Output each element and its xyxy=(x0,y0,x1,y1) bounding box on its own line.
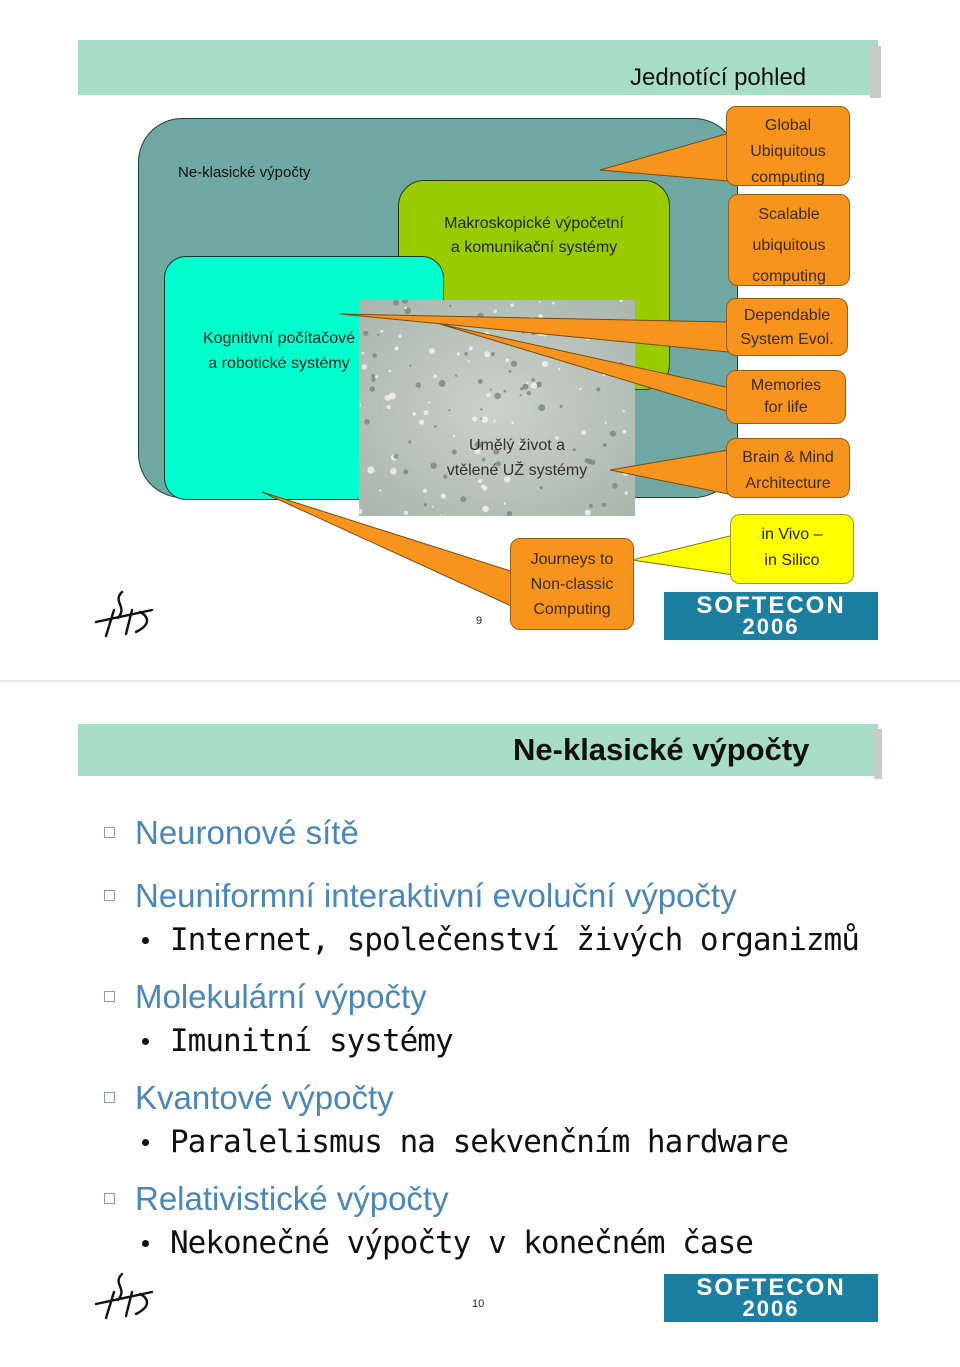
slide-title: Ne-klasické výpočty xyxy=(513,732,810,767)
artificial-life-label: Umělý život a vtělené UŽ systémy xyxy=(446,437,588,479)
title-bar-shadow xyxy=(874,729,882,779)
wedge-vivo xyxy=(631,534,735,576)
box-global-ubiquitous: Global Ubiquitous computing xyxy=(726,106,850,186)
signature-logo xyxy=(94,590,154,638)
slide-separator xyxy=(0,680,960,682)
slide-1: Jednotící pohled Ne-klasické výpočty Mak… xyxy=(0,0,960,680)
signature-logo xyxy=(94,1272,154,1320)
title-bar xyxy=(78,40,878,95)
title-bar xyxy=(78,724,878,776)
wedge-journeys xyxy=(261,491,521,611)
box-scalable-ubiquitous: Scalable ubiquitous computing xyxy=(728,194,850,286)
box-dependable: Dependable System Evol. xyxy=(726,298,848,356)
wedge-global xyxy=(599,129,741,183)
round-bullet-icon xyxy=(142,1139,149,1146)
title-bar-shadow xyxy=(870,46,881,98)
box-journeys: Journeys to Non-classic Computing xyxy=(510,538,634,630)
softecon-logo: SOFTECON 2006 xyxy=(664,1274,878,1322)
square-bullet-icon xyxy=(104,1092,115,1103)
square-bullet-icon xyxy=(104,827,115,838)
round-bullet-icon xyxy=(142,1240,149,1247)
box-memories: Memories for life xyxy=(726,370,846,424)
cognitive-systems-label: Kognitivní počítačové a robotické systém… xyxy=(202,330,356,372)
page-number: 10 xyxy=(472,1298,485,1310)
callout-wedges xyxy=(261,129,741,611)
round-bullet-icon xyxy=(142,937,149,944)
box-brain-mind: Brain & Mind Architecture xyxy=(726,438,850,498)
square-bullet-icon xyxy=(104,1193,115,1204)
non-classic-label: Ne-klasické výpočty xyxy=(178,164,311,181)
page-number: 9 xyxy=(476,615,483,627)
box-in-vivo: in Vivo – in Silico xyxy=(730,514,854,584)
softecon-logo: SOFTECON 2006 xyxy=(664,592,878,640)
square-bullet-icon xyxy=(104,991,115,1002)
round-bullet-icon xyxy=(142,1038,149,1045)
slide-2: Ne-klasické výpočty Neuronové sítě Neuni… xyxy=(0,684,960,1367)
wedge-brain xyxy=(609,449,729,495)
macro-systems-label: Makroskopické výpočetní a komunikační sy… xyxy=(444,215,624,256)
slide-title: Jednotící pohled xyxy=(630,64,807,91)
square-bullet-icon xyxy=(104,890,115,901)
